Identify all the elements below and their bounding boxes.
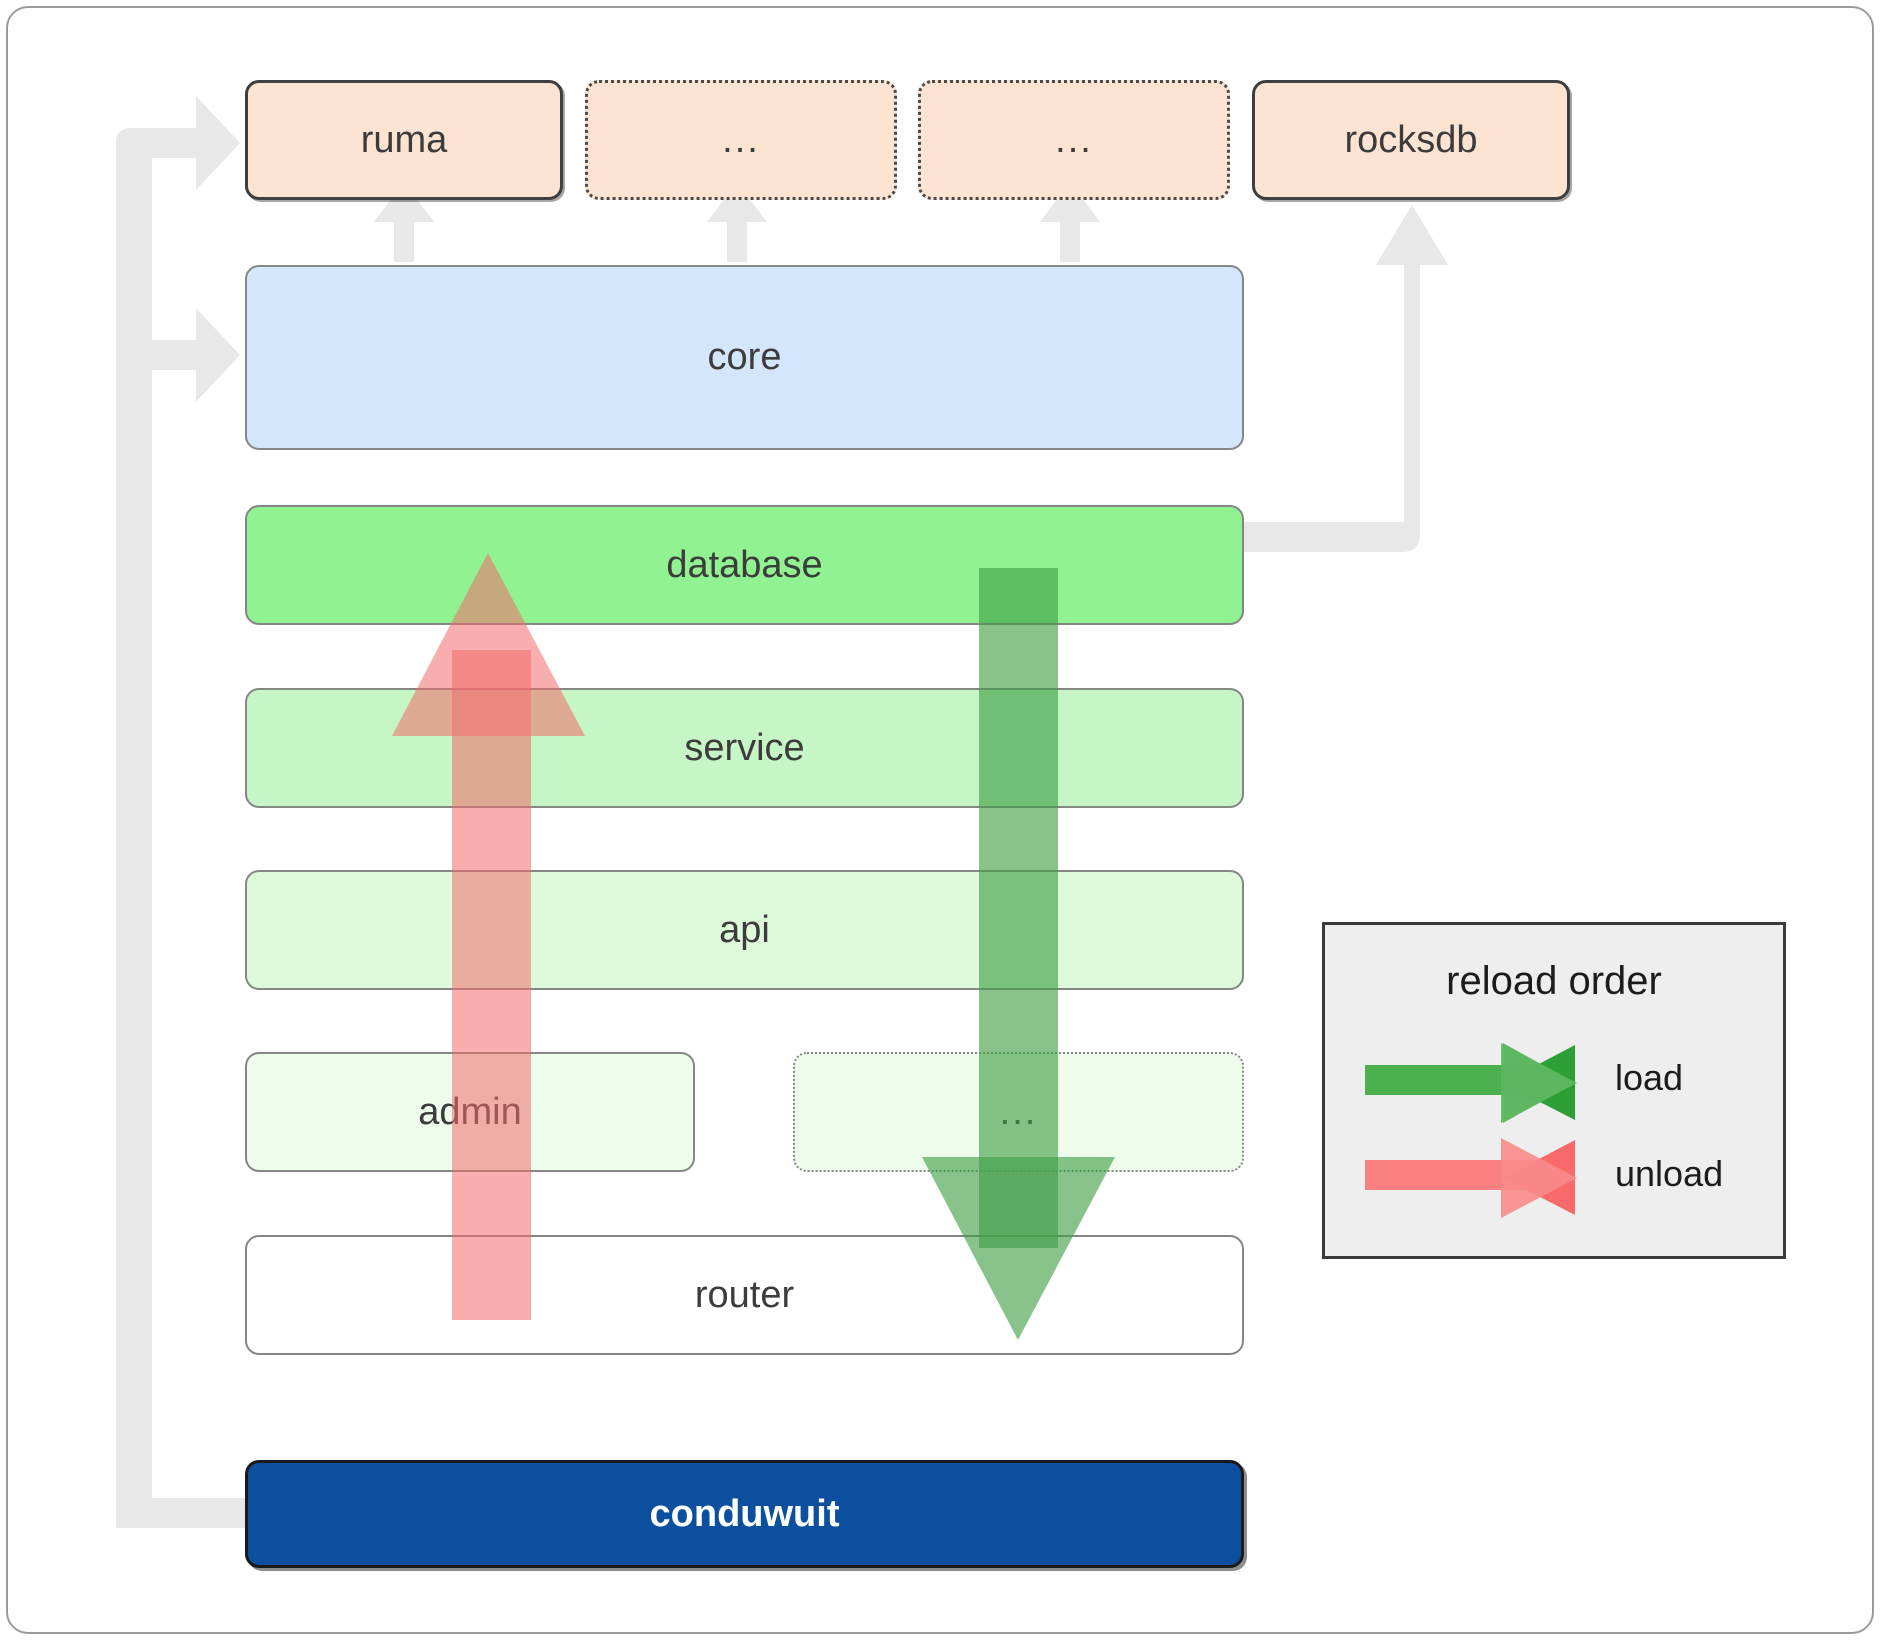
connector-database-to-rocksdb [1244,205,1448,552]
legend-label-unload: unload [1615,1153,1724,1194]
layer-label-admin: admin [418,1090,522,1133]
legend-panel: reload order load unload [1322,922,1786,1259]
legend-title: reload order [1446,959,1662,1003]
dependency-label-ruma: ruma [360,118,448,161]
layer-box-api[interactable]: api [245,870,1244,990]
layer-label-database: database [666,543,823,586]
connector-core-to-ruma [374,182,434,262]
legend-label-load: load [1615,1057,1684,1098]
layer-box-database[interactable]: database [245,505,1244,625]
layer-label-dots: ... [999,1091,1038,1133]
connector-core-to-dep2 [707,182,767,262]
connector-left-branch-core [152,308,240,402]
dependency-box-2[interactable]: ... [585,80,897,200]
dependency-label-3: ... [1055,119,1093,161]
layer-box-service[interactable]: service [245,688,1244,808]
dependency-label-rocksdb: rocksdb [1344,118,1478,161]
dependency-box-ruma[interactable]: ruma [245,80,563,200]
connector-left-trunk-ruma [116,96,240,1528]
layer-box-dots[interactable]: ... [793,1052,1244,1172]
layer-box-router[interactable]: router [245,1235,1244,1355]
layer-label-api: api [719,908,770,951]
layer-label-router: router [694,1273,795,1316]
layer-box-admin[interactable]: admin [245,1052,695,1172]
dependency-box-rocksdb[interactable]: rocksdb [1252,80,1570,200]
legend-load-arrow-icon [1365,1043,1577,1123]
dependency-box-3[interactable]: ... [918,80,1230,200]
main-box-conduwuit[interactable]: conduwuit [245,1460,1244,1568]
legend-unload-arrow-icon [1365,1138,1577,1218]
connector-core-to-dep3 [1040,182,1100,262]
dependency-label-2: ... [722,119,760,161]
legend-arrow-icons [1365,1043,1577,1218]
layer-box-core[interactable]: core [245,265,1244,450]
main-label-conduwuit: conduwuit [649,1492,840,1535]
layer-label-service: service [684,726,805,769]
layer-label-core: core [707,336,782,378]
connector-conduwuit-stub [116,1498,248,1528]
